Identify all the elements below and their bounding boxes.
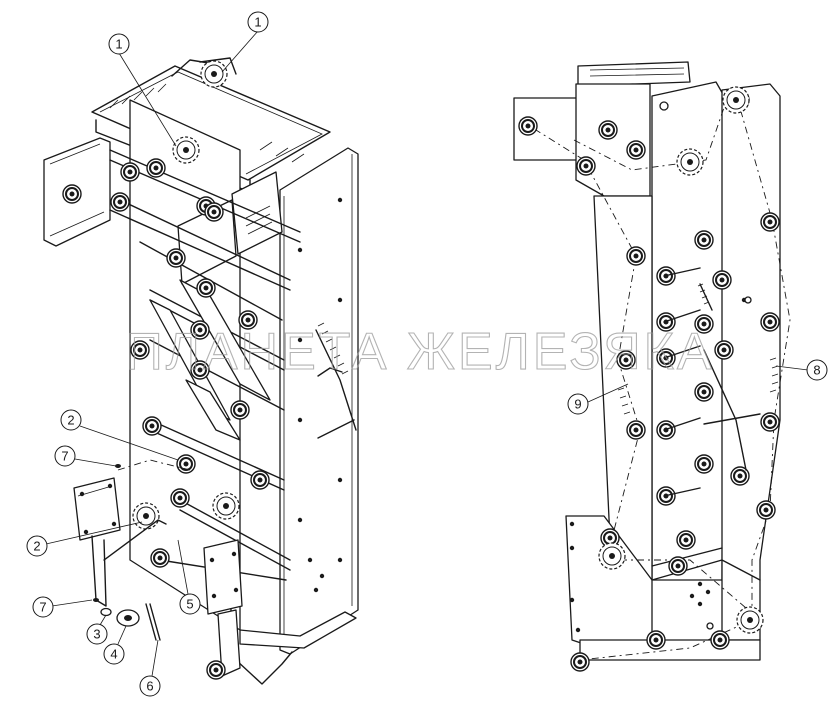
watermark-text: ПЛАНЕТА ЖЕЛЕЗЯКА	[125, 323, 714, 381]
callout-5: 5	[179, 593, 201, 615]
callout-9: 9	[567, 393, 589, 415]
svg-text:1: 1	[254, 15, 261, 30]
svg-text:9: 9	[574, 397, 581, 412]
svg-text:7: 7	[61, 449, 68, 464]
svg-text:4: 4	[110, 647, 117, 662]
callout-8: 8	[806, 359, 828, 381]
callout-7-lower: 7	[32, 596, 54, 618]
callout-7-upper: 7	[54, 445, 76, 467]
right-frame-assembly	[513, 61, 791, 672]
lower-bracket-plate	[73, 477, 121, 541]
callout-2-lower: 2	[26, 535, 48, 557]
callout-2-upper: 2	[60, 409, 82, 431]
callout-1-second: 1	[108, 33, 130, 55]
svg-text:8: 8	[813, 363, 820, 378]
left-frame-assembly	[43, 57, 359, 685]
svg-text:2: 2	[67, 413, 74, 428]
callout-1-top: 1	[247, 11, 269, 33]
svg-text:6: 6	[146, 679, 153, 694]
svg-text:1: 1	[115, 37, 122, 52]
svg-text:7: 7	[39, 600, 46, 615]
washer-part	[100, 607, 112, 617]
svg-text:3: 3	[93, 627, 100, 642]
svg-text:5: 5	[186, 597, 193, 612]
svg-text:2: 2	[33, 539, 40, 554]
callout-4: 4	[103, 643, 125, 665]
callout-3: 3	[86, 623, 108, 645]
callout-6: 6	[139, 675, 161, 697]
callouts: 1 1 2 7 2 5	[26, 11, 828, 697]
pin-part	[145, 603, 157, 641]
